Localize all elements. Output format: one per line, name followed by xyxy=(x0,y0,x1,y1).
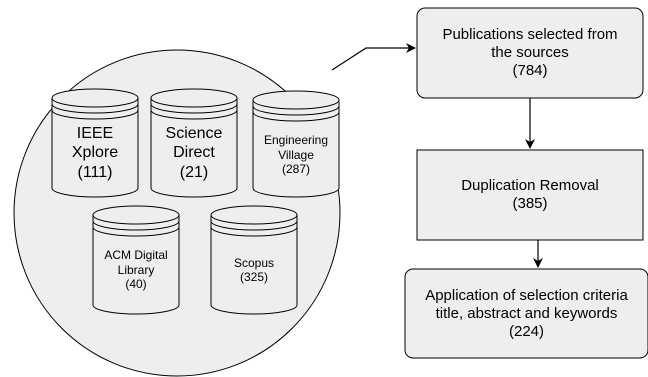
database-acm xyxy=(92,205,180,315)
database-scopus-name: Scopus xyxy=(233,255,275,270)
step-duplication-label-group: Duplication Removal (385) xyxy=(417,150,643,240)
database-ieee-label-group: IEEE Xplore (111) xyxy=(52,118,138,188)
database-ieee-name: IEEE Xplore xyxy=(71,125,119,162)
step-selection-criteria-count: (224) xyxy=(508,322,545,340)
database-engineering-village xyxy=(252,90,340,198)
step-box-duplication xyxy=(416,149,644,241)
database-scopus-count: (325) xyxy=(239,270,268,284)
database-acm-label-group: ACM Digital Library (40) xyxy=(93,236,179,304)
step-duplication-text: Duplication Removal xyxy=(461,177,599,194)
database-science-direct xyxy=(150,88,238,198)
database-engineering-village-name: Engineering Village xyxy=(263,133,329,162)
database-science-direct-name: Science Direct xyxy=(165,125,223,162)
database-scopus xyxy=(210,205,298,315)
database-engineering-village-label-group: Engineering Village (287) xyxy=(253,125,339,185)
step-publications-count: (784) xyxy=(512,62,548,79)
database-science-direct-label-group: Science Direct (21) xyxy=(151,118,237,188)
database-ieee xyxy=(51,88,139,198)
step-publications-label-group: Publications selected from the sources (… xyxy=(417,8,643,98)
step-box-selection-criteria xyxy=(404,268,648,359)
step-selection-criteria-text: Application of selection criteria title,… xyxy=(425,286,628,322)
database-engineering-village-count: (287) xyxy=(281,162,310,177)
step-duplication-count: (385) xyxy=(512,195,548,212)
step-selection-criteria-label-group: Application of selection criteria title,… xyxy=(405,269,648,358)
database-science-direct-count: (21) xyxy=(179,163,209,181)
step-publications-text: Publications selected from the sources xyxy=(442,26,618,61)
database-acm-name: ACM Digital Library xyxy=(104,248,168,277)
arrow-sources-to-publications xyxy=(331,43,416,71)
database-acm-count: (40) xyxy=(125,277,147,292)
database-ieee-count: (111) xyxy=(77,163,113,181)
database-scopus-label-group: Scopus (325) xyxy=(211,245,297,295)
